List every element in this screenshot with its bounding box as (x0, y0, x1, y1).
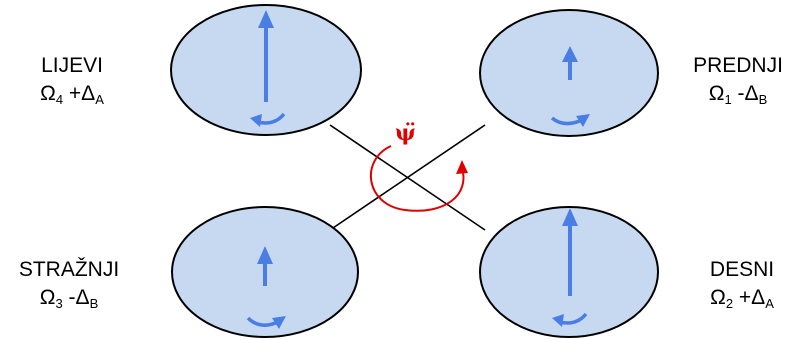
label-back-name: STRAŽNJI (18, 258, 120, 281)
label-right-formula: Ω2 +ΔA (710, 286, 774, 311)
yaw-symbol: ψ̈ (395, 120, 416, 146)
label-right-name: DESNI (709, 258, 775, 281)
thrust-arrow-right (562, 208, 578, 296)
label-left-name: LIJEVI (41, 54, 103, 77)
rotation-arrow-back (246, 316, 286, 329)
rotation-arrow-front (550, 114, 590, 127)
label-front-formula: Ω1 -ΔB (708, 82, 768, 107)
rotation-arrow-left (250, 112, 286, 127)
thrust-arrow-front (562, 46, 578, 80)
label-left: LIJEVI Ω4 +ΔA (20, 52, 124, 108)
label-right: DESNI Ω2 +ΔA (690, 256, 794, 312)
yaw-arrow (369, 145, 468, 212)
thrust-arrow-back (257, 246, 273, 286)
thrust-arrow-left (258, 10, 274, 102)
label-front: PREDNJI Ω1 -ΔB (682, 52, 794, 108)
label-back: STRAŽNJI Ω3 -ΔB (4, 256, 134, 312)
rotation-arrow-right (552, 312, 588, 327)
label-back-formula: Ω3 -ΔB (39, 286, 99, 311)
label-front-name: PREDNJI (693, 54, 783, 77)
label-left-formula: Ω4 +ΔA (40, 82, 104, 107)
arm-front-back (329, 124, 486, 231)
